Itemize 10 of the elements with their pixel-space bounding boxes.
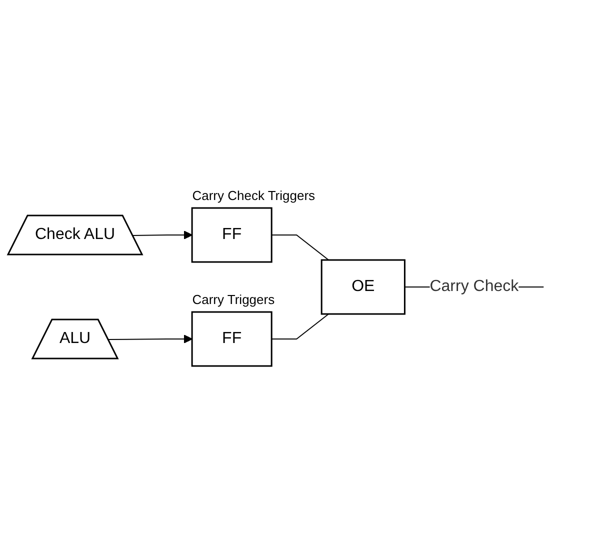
arrow xyxy=(132,230,193,240)
arrow xyxy=(108,334,193,344)
node-caption: Carry Triggers xyxy=(192,292,275,307)
node-box: FF xyxy=(191,207,273,263)
node-box: FF xyxy=(191,311,273,367)
connector xyxy=(271,314,330,340)
connector xyxy=(271,234,330,260)
node-caption: Carry Check Triggers xyxy=(192,188,316,203)
edge-label: Carry Check xyxy=(430,278,519,295)
node-box: OE xyxy=(321,259,406,315)
